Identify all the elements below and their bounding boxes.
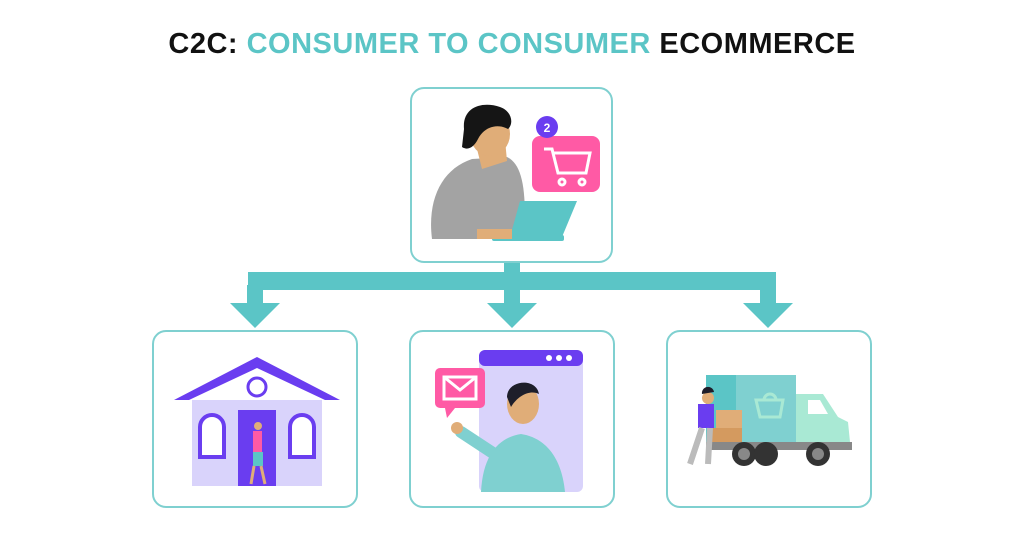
arrow-left bbox=[230, 285, 280, 328]
shopping-bag-icon bbox=[754, 392, 785, 419]
envelope-icon bbox=[442, 375, 478, 401]
shopping-cart-icon bbox=[544, 147, 592, 187]
communication-card bbox=[409, 330, 615, 508]
cart-badge-count: 2 bbox=[544, 121, 551, 135]
delivery-truck-illustration bbox=[687, 375, 852, 466]
page-title: C2C: CONSUMER TO CONSUMER ECOMMERCE bbox=[0, 28, 1024, 61]
seller-home-card bbox=[152, 330, 358, 508]
buyer-card: 2 bbox=[410, 87, 613, 263]
cart-badge bbox=[536, 116, 558, 138]
title-prefix: C2C: bbox=[168, 28, 247, 60]
shopper-illustration: 2 bbox=[431, 104, 600, 241]
title-suffix: ECOMMERCE bbox=[650, 28, 856, 60]
arrow-right bbox=[743, 285, 793, 328]
house-illustration bbox=[174, 357, 340, 486]
laptop-icon bbox=[510, 201, 577, 237]
messaging-illustration bbox=[435, 350, 583, 492]
arrow-middle bbox=[487, 285, 537, 328]
title-accent: CONSUMER TO CONSUMER bbox=[246, 28, 651, 60]
delivery-card bbox=[666, 330, 872, 508]
